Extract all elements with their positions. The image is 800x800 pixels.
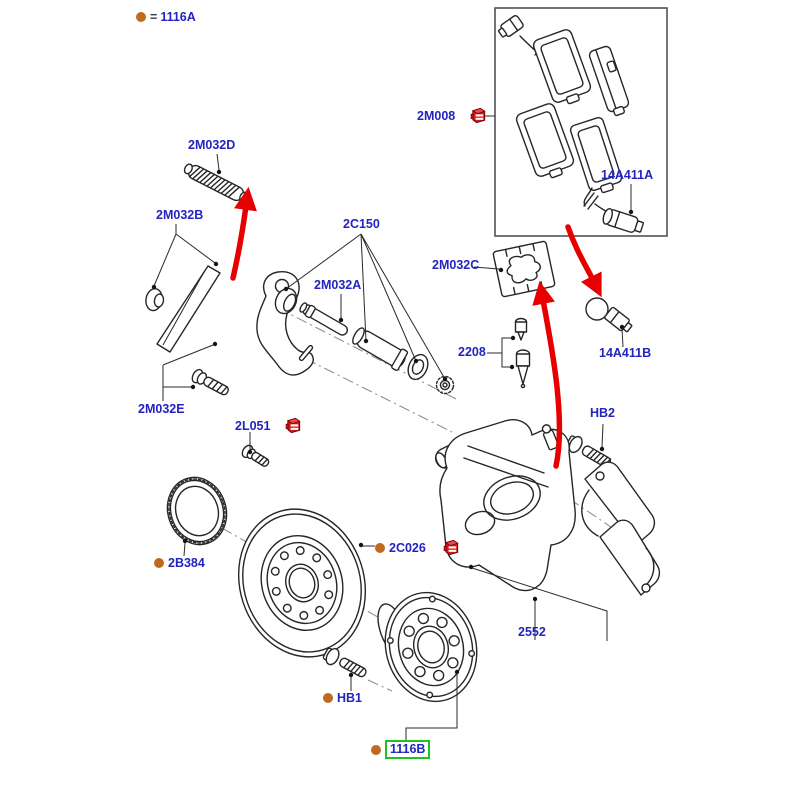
- washer: [407, 353, 429, 381]
- part-code-2208[interactable]: 2208: [458, 345, 486, 359]
- direction-arrows: [230, 186, 602, 469]
- bullet-icon: [154, 558, 164, 568]
- bullet-icon: [136, 12, 146, 22]
- caliper-guide-pin-kit: [274, 287, 455, 395]
- label-2M032C: 2M032C: [432, 258, 479, 272]
- brake-rotor: [237, 508, 367, 658]
- guide-pin: [299, 302, 349, 336]
- part-code-1116B[interactable]: 1116B: [385, 740, 431, 759]
- brake-pad: [588, 45, 630, 117]
- label-2M032E: 2M032E: [138, 402, 185, 416]
- part-code-1116A[interactable]: 1116A: [160, 10, 196, 24]
- retaining-clip-icon[interactable]: [284, 416, 303, 435]
- wheel-hub: [377, 591, 478, 703]
- red-arrow: [565, 224, 602, 298]
- label-2B384: 2B384: [154, 556, 205, 570]
- part-code-2M032B[interactable]: 2M032B: [156, 208, 204, 222]
- part-code-14A411A[interactable]: 14A411A: [601, 168, 654, 182]
- pin-bolt-2m032e: [191, 368, 229, 396]
- label-2C150: 2C150: [343, 217, 380, 231]
- spring-washer: [435, 375, 455, 395]
- part-code-2M032A[interactable]: 2M032A: [314, 278, 362, 292]
- part-code-2B384[interactable]: 2B384: [168, 556, 205, 570]
- label-2M032B: 2M032B: [156, 208, 203, 222]
- part-code-14A411B[interactable]: 14A411B: [599, 346, 652, 360]
- label-HB1: HB1: [323, 691, 362, 705]
- part-code-2M008[interactable]: 2M008: [417, 108, 456, 123]
- label-HB2: HB2: [590, 406, 615, 420]
- label-1116A-legend: = 1116A: [136, 10, 196, 24]
- leader-lines: [151, 115, 634, 740]
- brake-pads-kit-box: [494, 7, 668, 237]
- bullet-icon: [375, 542, 385, 553]
- bullet-icon: [323, 693, 333, 703]
- bullet-icon: [371, 744, 381, 755]
- part-code-2M032D[interactable]: 2M032D: [188, 138, 236, 152]
- part-code-2L051[interactable]: 2L051: [235, 418, 271, 433]
- guide-pin-cap: [274, 287, 298, 315]
- bleeder-screws: [514, 317, 531, 389]
- part-code-2C150[interactable]: 2C150: [343, 217, 380, 231]
- label-14A411B: 14A411B: [599, 346, 651, 360]
- label-14A411A: 14A411A: [601, 168, 653, 182]
- brake-caliper: [435, 419, 576, 592]
- red-arrow: [230, 186, 257, 281]
- wear-sensor: [602, 207, 644, 233]
- label-2L051: 2L051: [235, 416, 303, 435]
- abs-tone-ring: [166, 476, 228, 546]
- part-code-2552[interactable]: 2552: [518, 625, 546, 639]
- brake-pad: [515, 103, 575, 179]
- flange-nut: [145, 288, 165, 312]
- hub-bolt-hb1: [322, 647, 367, 678]
- guide-pin-sleeve: [352, 327, 409, 371]
- label-2M032D: 2M032D: [188, 138, 235, 152]
- strut: [156, 265, 221, 353]
- parking-brake-hardware: [145, 265, 314, 376]
- abs-sensor: [585, 297, 633, 333]
- part-code-2C026[interactable]: 2C026: [389, 540, 426, 555]
- caliper-carrier: [581, 461, 661, 596]
- label-2M008: 2M008: [417, 106, 488, 125]
- part-code-2M032C[interactable]: 2M032C: [432, 258, 480, 272]
- label-2208: 2208: [458, 345, 486, 359]
- wear-sensor-connector: [497, 15, 524, 38]
- equals-icon: =: [150, 10, 157, 24]
- pad-spring: [183, 163, 249, 203]
- label-2552: 2552: [518, 625, 546, 639]
- red-arrow: [532, 281, 563, 469]
- brake-pad: [569, 117, 623, 194]
- label-1116B-selected: 1116B: [371, 740, 431, 759]
- part-code-HB1[interactable]: HB1: [337, 691, 363, 705]
- brake-pad: [532, 29, 592, 105]
- label-2C026: 2C026: [375, 538, 461, 557]
- pin-bolt-2l051: [241, 444, 270, 467]
- retaining-clip-icon[interactable]: [469, 106, 488, 125]
- part-code-2M032E[interactable]: 2M032E: [138, 402, 185, 416]
- retaining-clip-icon[interactable]: [442, 538, 461, 557]
- label-2M032A: 2M032A: [314, 278, 361, 292]
- part-code-HB2[interactable]: HB2: [590, 406, 616, 420]
